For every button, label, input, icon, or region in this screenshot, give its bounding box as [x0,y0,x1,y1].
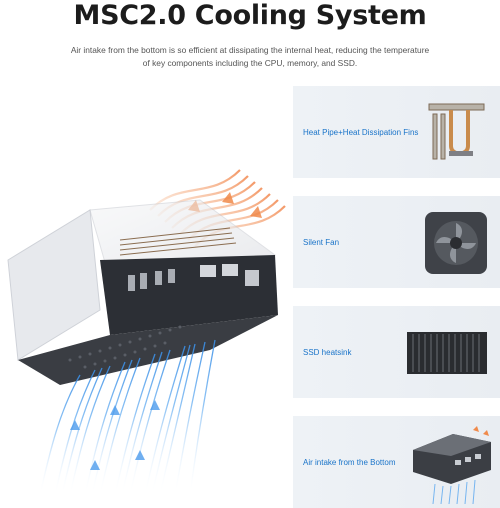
heatsink-fins [119,227,237,256]
air-arrows [70,400,160,470]
feature-label: Heat Pipe+Heat Dissipation Fins [303,127,419,137]
io-ports [128,264,259,291]
fan-icon [425,212,487,274]
heat-pipe-fins-icon [428,103,485,160]
mini-pc-cutaway-illustration [7,169,286,496]
feature-card-ssd-heatsink: SSD heatsink [293,306,500,398]
case-bottom-grille [18,315,278,385]
feature-card-heat-pipe: Heat Pipe+Heat Dissipation Fins [293,86,500,178]
feature-card-air-intake: Air intake from the Bottom [293,416,500,508]
case-left-side [7,209,101,361]
feature-label: Air intake from the Bottom [303,457,396,467]
heatsink-icon [407,332,487,374]
mini-pc-airflow-icon [413,426,491,505]
feature-label: Silent Fan [303,237,340,247]
feature-label: SSD heatsink [303,347,352,357]
air-intake-streams [39,339,216,496]
page-title: MSC2.0 Cooling System [73,0,427,31]
feature-card-fan: Silent Fan [293,196,500,288]
page-subtitle: Air intake from the bottom is so efficie… [70,45,430,68]
grille-holes [68,325,182,369]
